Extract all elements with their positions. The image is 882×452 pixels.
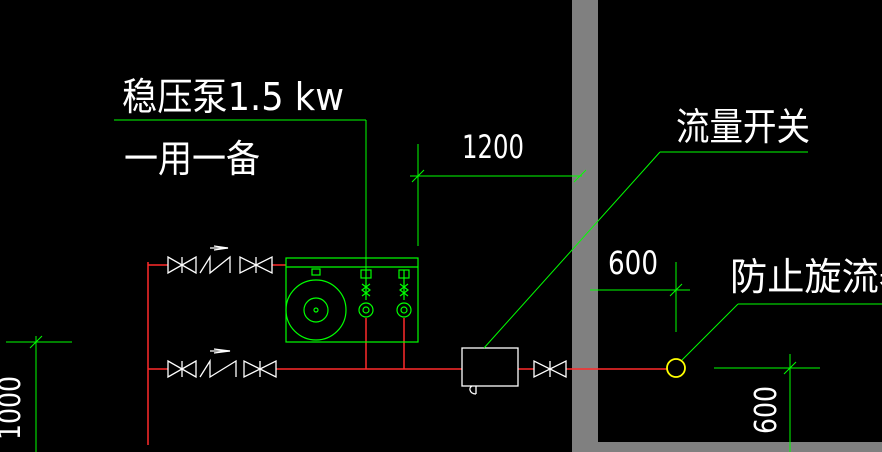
- gate-valve-icon: [167, 359, 197, 379]
- wall: [572, 0, 882, 452]
- pump-label: 稳压泵1.5 kw: [122, 75, 344, 119]
- annotation-lines: [6, 119, 882, 452]
- dimension-600-horizontal: 600: [608, 244, 658, 282]
- pump-icon: [396, 302, 412, 318]
- booster-pump-unit: [285, 257, 419, 343]
- gate-valve-icon: [167, 255, 197, 275]
- valve-group-upper: [167, 245, 273, 275]
- valve-group-lower: [167, 348, 567, 379]
- dimension-600-vertical: 600: [749, 386, 784, 434]
- pressure-tank-icon: [285, 279, 347, 341]
- gate-valve-icon: [533, 359, 567, 379]
- anti-vortex-icon: [666, 358, 686, 378]
- dimension-1200: 1200: [462, 128, 524, 166]
- dimension-left-vertical: 1000: [0, 376, 28, 440]
- pump-icon: [358, 302, 374, 318]
- flow-switch: [461, 347, 519, 395]
- check-valve-icon: [199, 358, 237, 379]
- gate-valve-icon: [239, 255, 273, 275]
- check-valve-icon: [199, 254, 231, 275]
- pipe-network: [147, 262, 668, 445]
- anti-vortex-label: 防止旋流器: [730, 255, 882, 299]
- pump-duty-label: 一用一备: [124, 137, 260, 181]
- flow-switch-label: 流量开关: [676, 105, 810, 149]
- gate-valve-icon: [243, 359, 277, 379]
